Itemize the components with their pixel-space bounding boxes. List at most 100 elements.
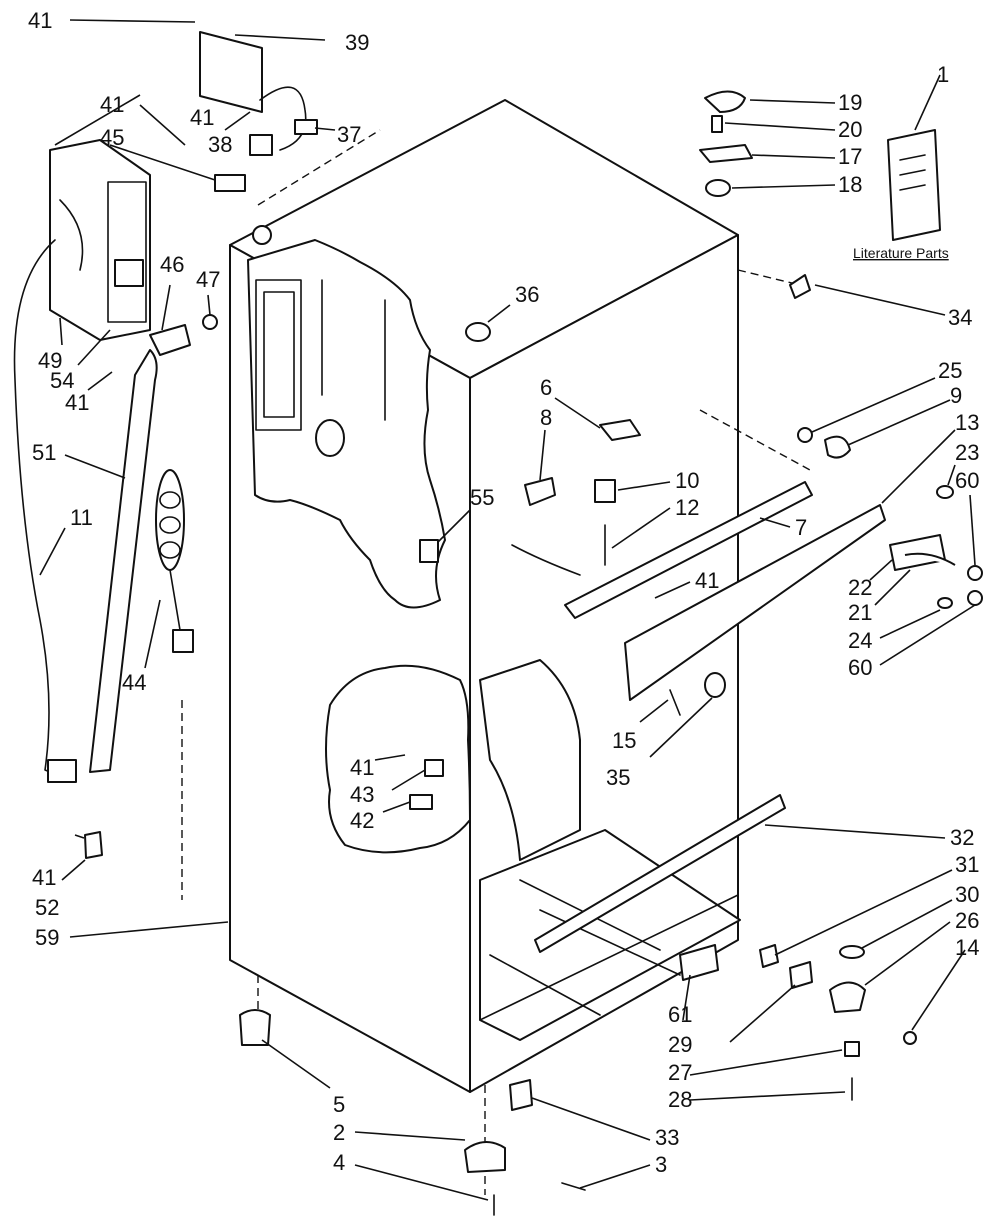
hinge-pin-20 (711, 115, 723, 133)
callout-41c: 41 (190, 105, 214, 130)
screw-3 (561, 1182, 586, 1191)
leader-55 (437, 509, 471, 543)
leader-41e (74, 834, 85, 839)
callout-21: 21 (848, 600, 872, 625)
bracket-8 (524, 477, 556, 506)
bracket-29 (789, 961, 813, 989)
callout-49: 49 (38, 348, 62, 373)
leader-35 (649, 697, 713, 758)
bushing-9 (824, 435, 851, 459)
leader-47 (207, 294, 211, 316)
switch-38 (249, 134, 273, 156)
leader-41f (654, 581, 691, 599)
booklet-line-3 (899, 184, 926, 191)
control-bracket-54 (49, 139, 151, 341)
callout-32: 32 (950, 825, 974, 850)
callout-12: 12 (675, 495, 699, 520)
callout-23: 23 (955, 440, 979, 465)
callout-29: 29 (668, 1032, 692, 1057)
control-housing-plate (199, 31, 263, 113)
leader-60b (879, 604, 976, 666)
bracket-55 (419, 539, 439, 563)
pan-groove-2 (539, 909, 681, 976)
control-knob-block (114, 259, 144, 287)
coil-lead (169, 569, 181, 631)
rail-7 (564, 481, 813, 619)
leader-28 (689, 1091, 846, 1101)
leader-51 (64, 454, 126, 479)
callout-43: 43 (350, 782, 374, 807)
callout-22: 22 (848, 575, 872, 600)
hinge-17 (699, 144, 753, 163)
leader-17 (751, 154, 836, 159)
leader-19 (749, 99, 836, 104)
cap-30 (839, 945, 865, 959)
callout-26: 26 (955, 908, 979, 933)
leader-29 (729, 984, 796, 1043)
callout-52: 52 (35, 895, 59, 920)
leader-60a (969, 494, 976, 566)
coil-connector (172, 629, 194, 653)
bottom-pan (479, 829, 741, 1041)
water-tube-51 (89, 349, 158, 773)
leader-22 (869, 559, 893, 581)
callout-15: 15 (612, 728, 636, 753)
hinge-21 (904, 552, 956, 566)
leader-41a (69, 19, 196, 23)
callout-55: 55 (470, 485, 494, 510)
booklet-line-2 (899, 169, 926, 176)
roller-5 (239, 1009, 271, 1046)
control-wire (259, 86, 307, 151)
coil-loop-3 (159, 541, 181, 559)
nut-27 (844, 1041, 860, 1057)
literature-booklet (887, 129, 941, 241)
switch-10 (594, 479, 616, 503)
wire-harness (511, 544, 581, 576)
plug-36 (465, 322, 491, 342)
coiled-wire-44 (155, 469, 185, 571)
callout-41b: 41 (100, 92, 124, 117)
callout-7: 7 (795, 515, 807, 540)
callout-39: 39 (345, 30, 369, 55)
washer-47 (202, 314, 218, 330)
leader-12 (611, 507, 671, 549)
callout-42: 42 (350, 808, 374, 833)
callout-11: 11 (70, 505, 93, 530)
hinge-22 (889, 534, 946, 571)
callout-19: 19 (838, 90, 862, 115)
leader-2 (354, 1131, 466, 1141)
leader-8 (539, 429, 546, 481)
leader-10 (617, 481, 671, 491)
leader-52 (61, 859, 86, 881)
screw-15 (669, 689, 681, 716)
hidden-line-34 (737, 269, 801, 286)
leader-42 (382, 801, 411, 813)
leader-41g (374, 754, 406, 761)
leader-3 (579, 1164, 651, 1189)
leader-54 (77, 329, 111, 366)
callout-17: 17 (838, 144, 862, 169)
callout-13: 13 (955, 410, 979, 435)
callout-41d: 41 (65, 390, 89, 415)
power-plug (47, 759, 77, 783)
callout-51: 51 (32, 440, 56, 465)
leader-26 (864, 921, 951, 986)
plug-35 (704, 672, 726, 698)
valve-46 (149, 324, 191, 356)
coil-loop-2 (159, 516, 181, 534)
callout-25: 25 (938, 358, 962, 383)
leader-32 (764, 824, 946, 839)
leader-33 (531, 1097, 651, 1141)
callout-46: 46 (160, 252, 184, 277)
leader-6 (554, 397, 601, 429)
leader-43 (391, 769, 426, 791)
callout-5: 5 (333, 1092, 345, 1117)
callout-41g: 41 (350, 755, 374, 780)
callout-4: 4 (333, 1150, 345, 1175)
callout-8: 8 (540, 405, 552, 430)
clip-42 (409, 794, 433, 810)
leader-1 (914, 74, 941, 131)
control-assembly (49, 31, 318, 341)
screw-14 (903, 1031, 917, 1045)
leader-38 (224, 111, 251, 131)
